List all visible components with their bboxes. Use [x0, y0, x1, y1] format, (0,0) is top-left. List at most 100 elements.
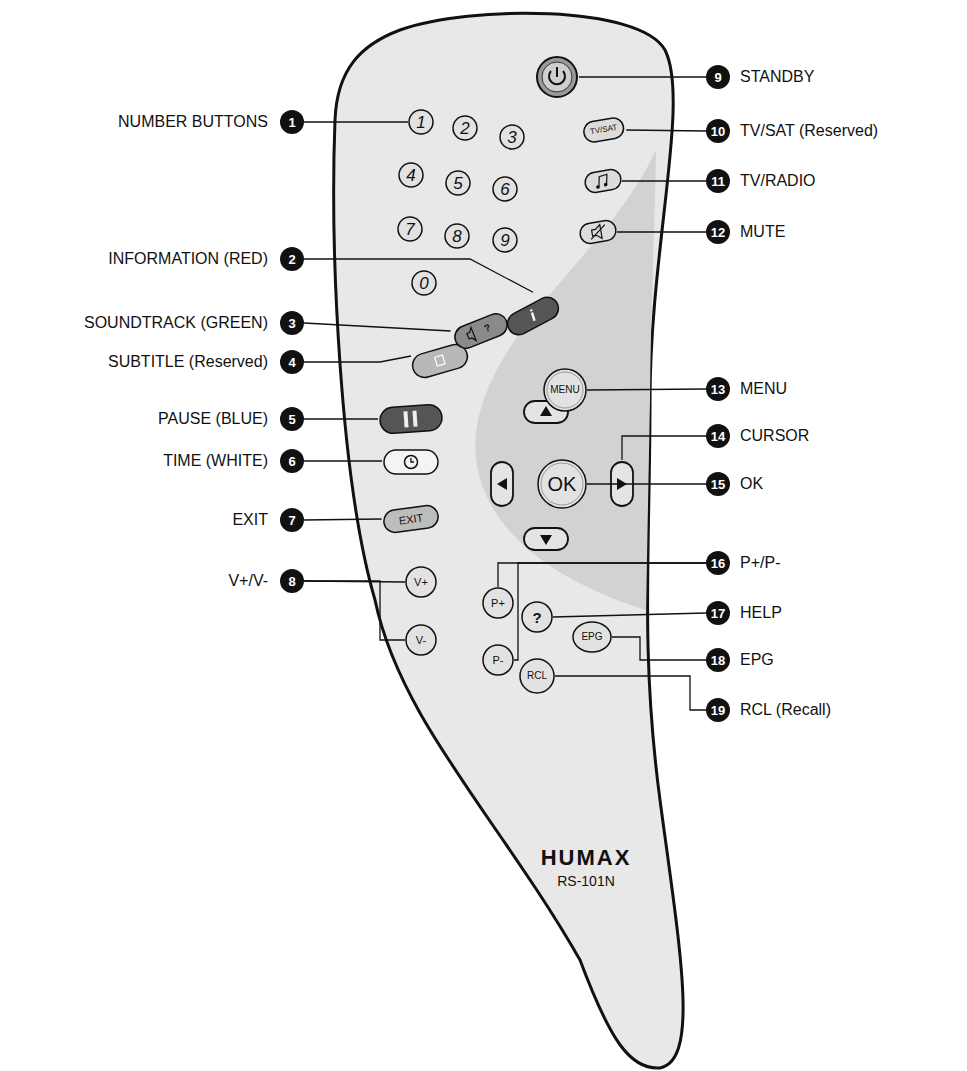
callout-circle: [706, 119, 730, 143]
number-button: 6: [492, 176, 518, 202]
callout-label: SUBTITLE (Reserved): [108, 353, 268, 371]
callout-text: 15: [711, 478, 725, 491]
menu-button: MENU: [543, 368, 587, 412]
body-swoosh: [475, 150, 656, 610]
callout-circle: [706, 551, 730, 575]
button-outline: [500, 125, 524, 149]
button-outline: [483, 588, 513, 618]
button-text: ?: [532, 610, 541, 625]
button-outline: [493, 228, 517, 252]
leader-line: [555, 676, 706, 710]
pause-button: [379, 404, 443, 434]
callout-number: 17: [706, 601, 730, 625]
callout-text: 6: [288, 455, 295, 468]
button-text: 3: [507, 129, 516, 146]
leader-line: [304, 519, 382, 520]
time-button: [384, 450, 438, 474]
callout-label: SOUNDTRACK (GREEN): [84, 314, 268, 332]
button-text: 2: [460, 120, 469, 137]
leader-line: [304, 460, 382, 461]
callout-text: 1: [288, 116, 295, 129]
button-text: OK: [548, 474, 577, 494]
leader-line: [622, 436, 706, 460]
number-button: 7: [397, 216, 423, 242]
remote-body: [334, 13, 683, 1068]
leader-line: [304, 418, 378, 419]
callout-circle: [280, 247, 304, 271]
button-text: 0: [419, 275, 428, 292]
button-outline: [483, 645, 513, 675]
button-outline: [573, 622, 611, 652]
brand-text: HUMAX: [541, 846, 632, 870]
callout-number: 2: [280, 247, 304, 271]
callout-label: MENU: [740, 380, 787, 398]
callout-text: 19: [711, 704, 725, 717]
callout-circle: [706, 601, 730, 625]
button-text: P+: [491, 598, 505, 609]
callout-label: CURSOR: [740, 427, 809, 445]
callout-text: 8: [288, 575, 295, 588]
callout-text: 2: [288, 253, 295, 266]
leader-line: [626, 130, 706, 131]
callout-number: 18: [706, 648, 730, 672]
callout-number: 12: [706, 220, 730, 244]
leader-line: [514, 563, 706, 660]
button-text: RCL: [527, 671, 547, 681]
program-button: P-: [482, 644, 514, 676]
button-outline: [406, 567, 436, 597]
button-outline: [453, 116, 477, 140]
callout-text: 12: [711, 226, 725, 239]
callout-text: 10: [711, 125, 725, 138]
button-outline: [409, 110, 433, 134]
callout-label: EPG: [740, 651, 774, 669]
callout-number: 1: [280, 110, 304, 134]
button-outline: [446, 171, 470, 195]
callout-number: 19: [706, 698, 730, 722]
callout-label: EXIT: [232, 511, 268, 529]
leader-line: [304, 581, 405, 640]
button-outline: [504, 293, 563, 338]
callout-text: 16: [711, 557, 725, 570]
callout-label: HELP: [740, 604, 782, 622]
button-outline: [398, 217, 422, 241]
callout-circle: [706, 424, 730, 448]
number-button: 5: [445, 170, 471, 196]
callout-text: 13: [711, 383, 725, 396]
callout-number: 11: [706, 169, 730, 193]
callout-text: 3: [288, 317, 295, 330]
callout-circle: [706, 65, 730, 89]
standby-button: [537, 57, 577, 97]
recall-button: RCL: [519, 658, 555, 694]
callout-circle: [706, 220, 730, 244]
button-text: P-: [493, 655, 504, 666]
number-button: 9: [492, 227, 518, 253]
callout-number: 8: [280, 569, 304, 593]
epg-button: EPG: [572, 621, 612, 653]
button-outline: [522, 602, 552, 632]
callout-text: 17: [711, 607, 725, 620]
callout-label: P+/P-: [740, 554, 780, 572]
callout-text: 7: [288, 514, 295, 527]
callout-label: TV/RADIO: [740, 172, 816, 190]
button-text: EPG: [581, 632, 602, 642]
callout-text: 14: [711, 430, 725, 443]
button-text: 8: [452, 228, 461, 245]
callout-circle: [706, 698, 730, 722]
callout-text: 4: [288, 356, 295, 369]
button-text: MENU: [550, 385, 579, 395]
button-text: V+: [414, 577, 428, 588]
button-outline: [493, 177, 517, 201]
number-button: 3: [499, 124, 525, 150]
callout-label: RCL (Recall): [740, 701, 831, 719]
cursor-right-button: [611, 462, 633, 506]
button-outline: [452, 310, 511, 351]
leader-lines: [304, 77, 706, 461]
cursor-left-button: [491, 462, 513, 506]
callout-circle: [280, 508, 304, 532]
button-rim: [541, 463, 583, 505]
callout-text: 18: [711, 654, 725, 667]
callout-circle: [706, 377, 730, 401]
leader-line: [304, 323, 451, 331]
callout-circle: [706, 648, 730, 672]
leader-line: [622, 180, 706, 181]
